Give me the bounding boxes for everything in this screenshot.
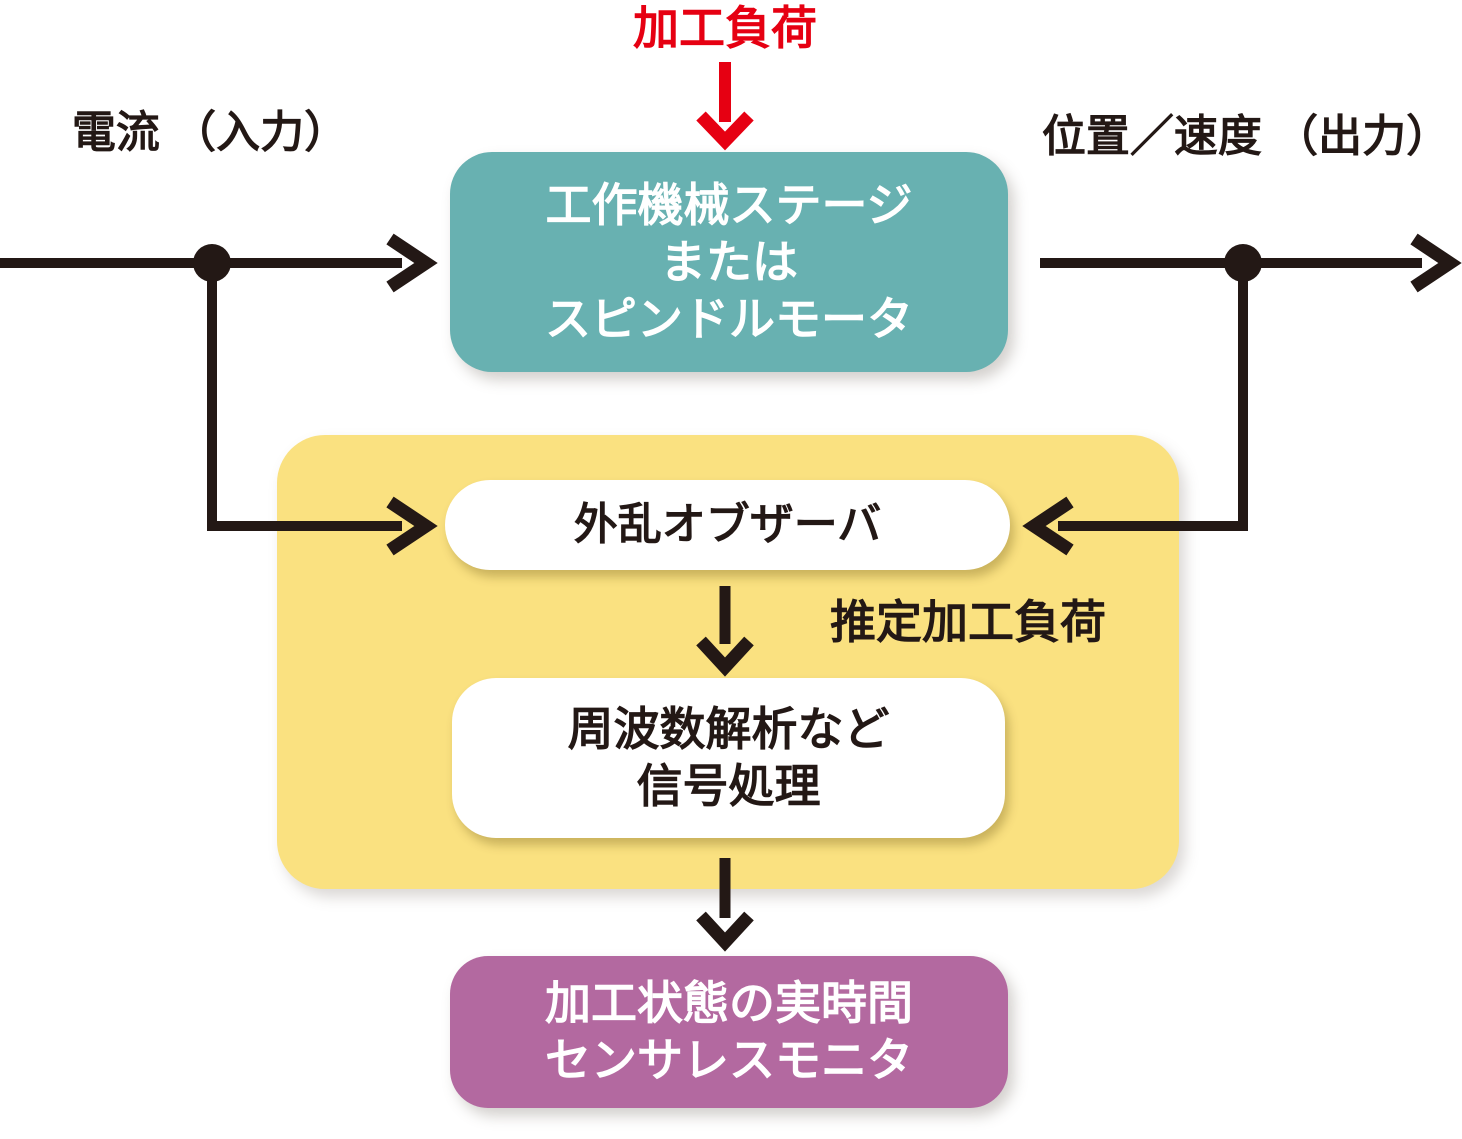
observer-label: 外乱オブザーバ (573, 500, 882, 549)
input-line (0, 233, 438, 293)
machine-box-line1: 工作機械ステージ (545, 178, 913, 231)
machine-box: 工作機械ステージ または スピンドルモータ (450, 152, 1008, 372)
current-input-label: 電流 （入力） (72, 104, 348, 162)
monitor-box-line1: 加工状態の実時間 (545, 977, 913, 1029)
input-arrow-icon (386, 233, 438, 293)
signal-box-line2: 信号処理 (636, 760, 821, 812)
junction-dot-left (193, 244, 231, 282)
signal-box-line1: 周波数解析など (567, 703, 890, 755)
junction-dot-right (1224, 244, 1262, 282)
machining-load-arrow-icon (696, 62, 754, 151)
machining-load-label: 加工負荷 (633, 2, 817, 54)
monitor-box: 加工状態の実時間 センサレスモニタ (450, 956, 1008, 1108)
current-input-label-line1: 電流 (71, 108, 160, 157)
position-output-label-line1: 位置／速度 (1041, 112, 1262, 161)
machine-box-line2: または (660, 235, 798, 288)
observer-pill: 外乱オブザーバ (445, 480, 1010, 570)
signal-processing-box: 周波数解析など 信号処理 (452, 678, 1005, 838)
machine-box-line3: スピンドルモータ (545, 292, 913, 345)
position-output-label: 位置／速度 （出力） (1042, 108, 1450, 166)
monitor-box-line2: センサレスモニタ (545, 1034, 913, 1086)
current-input-label-line2: （入力） (172, 108, 349, 157)
position-output-label-line2: （出力） (1274, 112, 1451, 161)
estimated-load-label: 推定加工負荷 (830, 596, 1106, 648)
output-line (1040, 233, 1462, 293)
output-arrow-icon (1410, 233, 1462, 293)
